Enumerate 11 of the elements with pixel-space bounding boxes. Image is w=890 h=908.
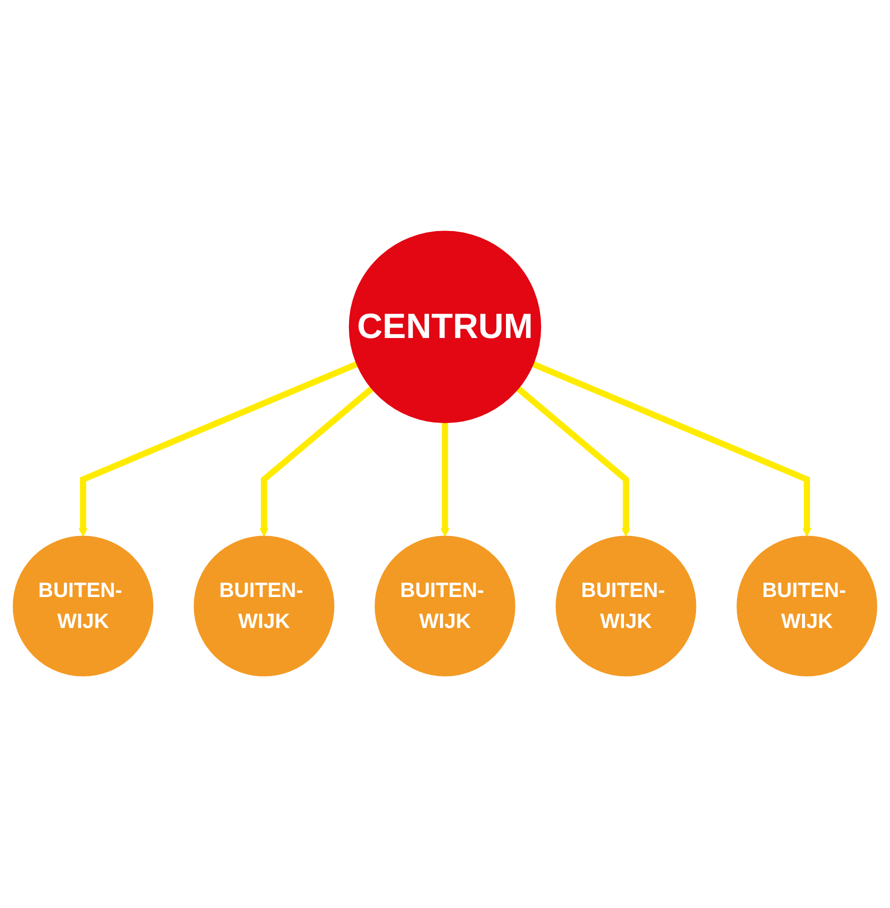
arrow — [516, 386, 630, 538]
node-circle: BUITEN- WIJK — [736, 536, 878, 677]
arrow — [532, 362, 812, 538]
arrow — [78, 362, 358, 538]
node-circle: BUITEN- WIJK — [374, 536, 516, 677]
arrow — [260, 386, 374, 538]
node-circle: BUITEN- WIJK — [194, 536, 334, 677]
arrow — [440, 422, 450, 538]
node-circle: BUITEN- WIJK — [556, 536, 696, 677]
node-circle: BUITEN- WIJK — [12, 536, 154, 677]
node-circle: CENTRUM — [348, 231, 542, 424]
